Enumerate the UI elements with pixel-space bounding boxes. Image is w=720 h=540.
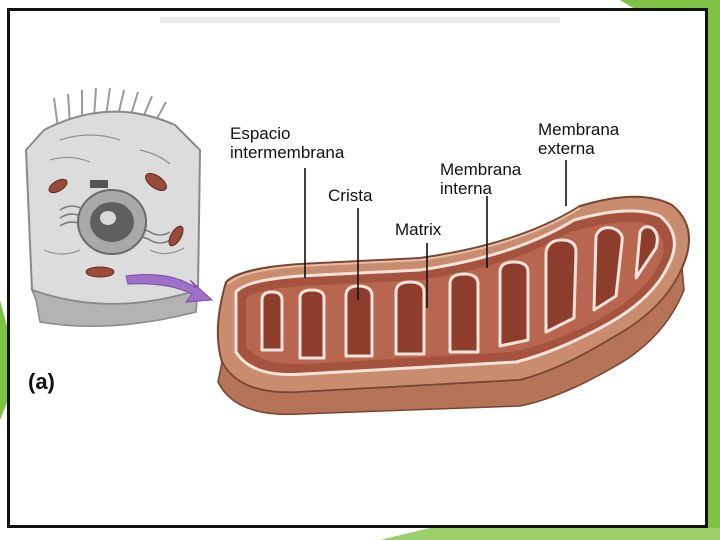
mitochondrion [216, 195, 690, 416]
leader-lines [304, 160, 567, 308]
label-membrana-interna: Membrana interna [440, 160, 522, 198]
zoom-arrow [125, 274, 214, 303]
cell-illustration [24, 87, 202, 327]
label-crista: Crista [328, 186, 373, 205]
panel-letter: (a) [28, 369, 55, 394]
green-accent-bottom [380, 528, 720, 540]
label-espacio-intermembrana: Espacio intermembrana [230, 124, 345, 162]
label-membrana-externa: Membrana externa [538, 120, 620, 158]
green-accent-left [0, 300, 8, 420]
faint-header-strip [160, 17, 560, 23]
label-matrix: Matrix [395, 220, 442, 239]
green-accent-right [706, 20, 720, 540]
cristae [260, 225, 659, 360]
